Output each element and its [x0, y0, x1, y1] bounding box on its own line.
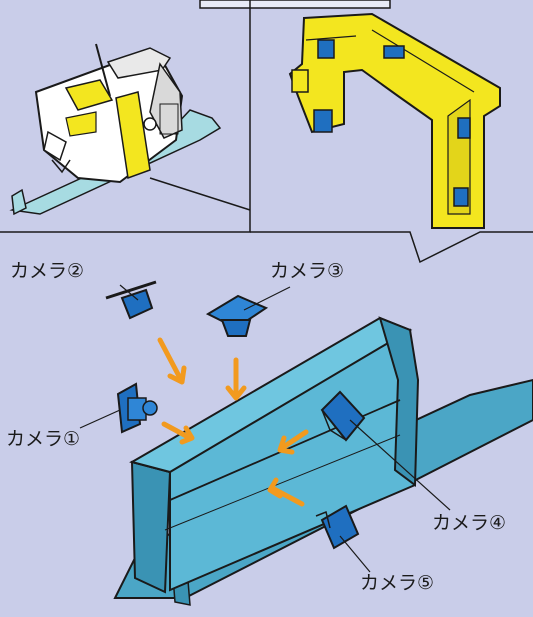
- rail: [113, 316, 533, 606]
- camera-3-shape: [205, 294, 269, 337]
- camera-4-shape: [320, 390, 366, 442]
- camera-4-label: カメラ④: [432, 512, 507, 534]
- camera-2-shape: [105, 280, 157, 320]
- camera-2-label: カメラ②: [10, 260, 85, 282]
- camera-5-label: カメラ⑤: [360, 572, 435, 594]
- detail-panel-frames: [0, 0, 533, 264]
- leader-lines: [79, 284, 451, 573]
- arrow-icon: [157, 337, 309, 507]
- camera-1-shape: [116, 382, 158, 434]
- camera-frame-detail: [288, 12, 501, 229]
- camera-3-label: カメラ③: [270, 260, 345, 282]
- inspection-machine: [9, 43, 222, 216]
- camera-1-label: カメラ①: [6, 428, 81, 450]
- camera-5-shape: [315, 504, 360, 550]
